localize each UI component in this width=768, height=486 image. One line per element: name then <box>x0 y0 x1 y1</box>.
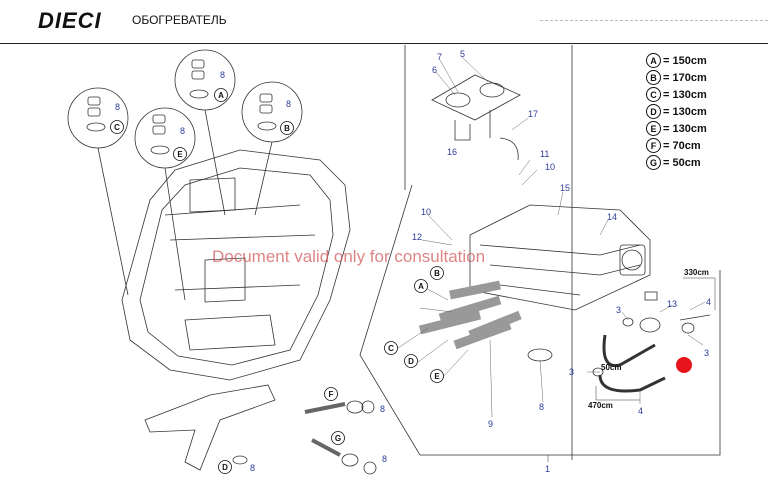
cab-outline <box>121 149 351 381</box>
callout-f-hose: F <box>329 390 334 399</box>
part-number-12: 12 <box>412 232 422 242</box>
part-number-3b: 3 <box>704 348 709 358</box>
floor-duct <box>144 384 276 471</box>
part-number-6: 6 <box>432 65 437 75</box>
callout-e-duct: E <box>434 372 440 381</box>
callout-b-duct: B <box>434 269 440 278</box>
control-panel <box>431 74 521 121</box>
part-number-17: 17 <box>528 109 538 119</box>
dimension-a: A= 150cm <box>646 52 707 69</box>
part-number-3a: 3 <box>616 305 621 315</box>
part-number-1: 1 <box>545 464 550 474</box>
duct-d <box>453 320 512 350</box>
water-hose-2 <box>598 374 666 393</box>
part-number-16: 16 <box>447 147 457 157</box>
part-number-10a: 10 <box>545 162 555 172</box>
dimension-g: G= 50cm <box>646 154 707 171</box>
dimension-d: D= 130cm <box>646 103 707 120</box>
part-number-5: 5 <box>460 49 465 59</box>
duct-a <box>438 295 502 323</box>
heater-body <box>469 204 651 311</box>
part-number-9: 9 <box>488 419 493 429</box>
dimension-f: F= 70cm <box>646 137 707 154</box>
part-number-8a: 8 <box>539 402 544 412</box>
part-number-14: 14 <box>607 212 617 222</box>
dimension-c: C= 130cm <box>646 86 707 103</box>
callout-c-duct: C <box>388 344 394 353</box>
detail-bubble-a <box>174 49 236 111</box>
part-number-3c: 3 <box>569 367 574 377</box>
measure-50: 50cm <box>601 363 621 372</box>
duct-c <box>418 310 482 335</box>
page-title: ОБОГРЕВАТЕЛЬ <box>132 13 227 27</box>
header: DIECI ОБОГРЕВАТЕЛЬ <box>0 0 768 44</box>
watermark-text: Document valid only for consultation <box>212 247 485 266</box>
brand-logo: DIECI <box>38 8 102 33</box>
part-number-8c: 8 <box>180 126 185 136</box>
red-marker <box>676 357 692 373</box>
header-dashed-line <box>540 20 768 21</box>
part-number-8g: 8 <box>382 454 387 464</box>
callout-d-duct: D <box>408 357 414 366</box>
part-number-10b: 10 <box>421 207 431 217</box>
callout-g-hose: G <box>335 434 341 443</box>
callout-a-bubble: A <box>218 91 224 100</box>
part-number-8f: 8 <box>380 404 385 414</box>
hose-f <box>304 402 346 414</box>
callout-b-bubble: B <box>284 124 290 133</box>
water-hose-1 <box>602 334 656 368</box>
part-number-13: 13 <box>667 299 677 309</box>
callout-c-bubble: C <box>114 123 120 132</box>
callout-a-duct: A <box>418 282 424 291</box>
part-number-8h: 8 <box>250 463 255 473</box>
part-number-8b: 8 <box>115 102 120 112</box>
part-number-11: 11 <box>540 149 549 159</box>
cab-inner <box>139 167 334 366</box>
dimension-b: B= 170cm <box>646 69 707 86</box>
part-number-7: 7 <box>437 52 442 62</box>
part-number-8e: 8 <box>286 99 291 109</box>
part-number-4b: 4 <box>638 406 643 416</box>
callout-e-bubble: E <box>177 150 183 159</box>
dimension-e: E= 130cm <box>646 120 707 137</box>
measure-330: 330cm <box>684 268 709 277</box>
part-number-8d: 8 <box>220 70 225 80</box>
header-divider <box>0 43 768 44</box>
hose-g <box>311 438 341 457</box>
dimension-legend: A= 150cm B= 170cm C= 130cm D= 130cm E= 1… <box>646 52 707 171</box>
callout-d-floor: D <box>222 463 228 472</box>
duct-b <box>449 280 501 300</box>
part-number-15: 15 <box>560 183 570 193</box>
duct-e <box>468 310 522 340</box>
part-number-4a: 4 <box>706 297 711 307</box>
measure-470: 470cm <box>588 401 613 410</box>
